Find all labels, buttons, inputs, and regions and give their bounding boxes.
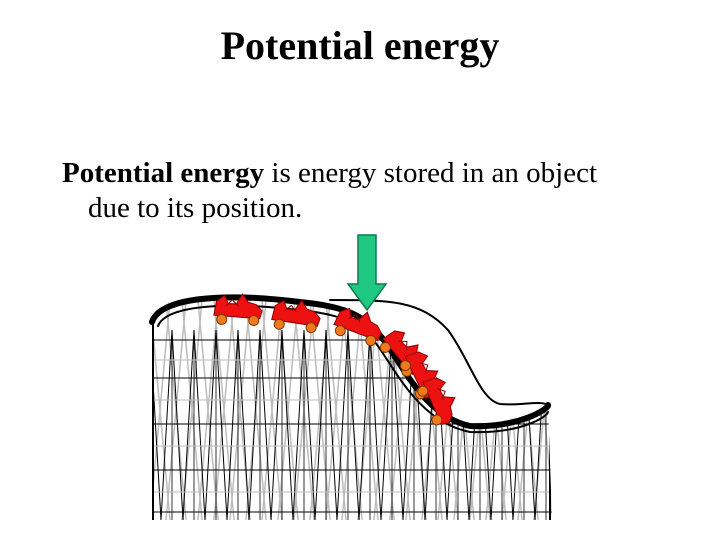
slide-title: Potential energy (220, 23, 500, 68)
definition-term: Potential energy (62, 157, 265, 189)
coaster-car (417, 377, 456, 426)
coaster-car (271, 299, 321, 334)
coaster-car (333, 307, 383, 347)
definition-line-1: is energy stored in an object (271, 157, 598, 189)
coaster-car (213, 293, 263, 327)
coaster-cars (213, 293, 456, 426)
down-arrow-icon (346, 234, 388, 312)
definition-line-2: due to its position. (88, 192, 303, 224)
